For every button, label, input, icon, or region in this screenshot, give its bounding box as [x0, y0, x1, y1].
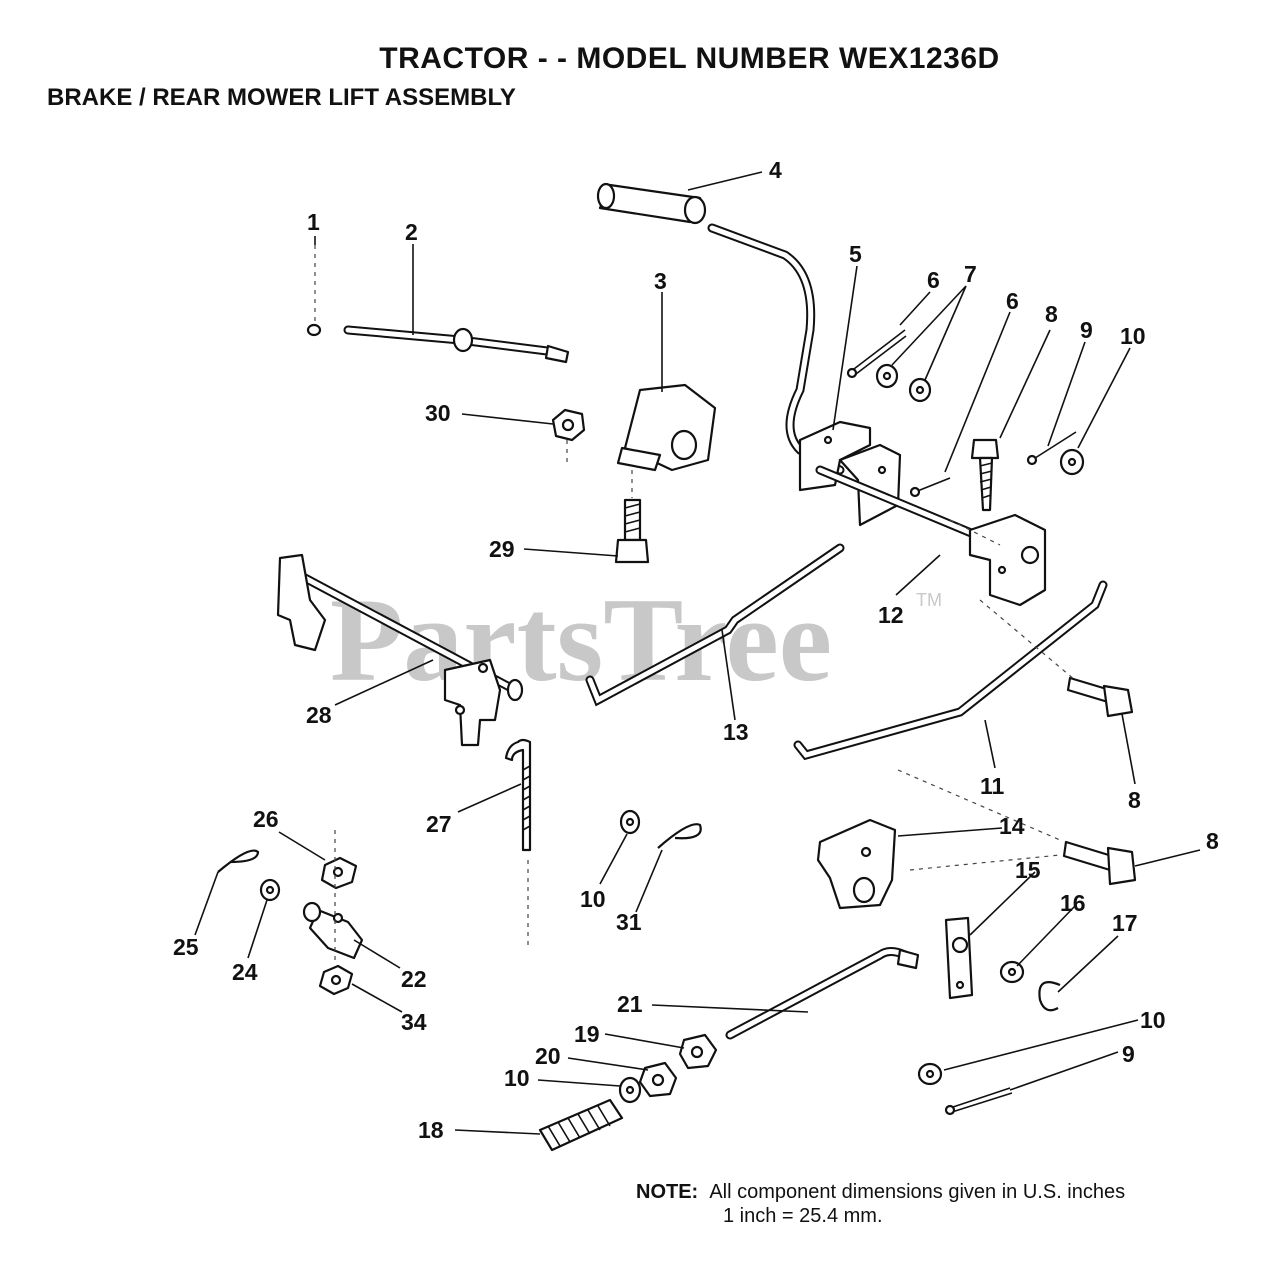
callout-8b: 8	[1128, 787, 1141, 813]
part-1-pin[interactable]	[306, 323, 322, 337]
callout-1: 1	[307, 209, 320, 235]
part-27-eye-bolt[interactable]	[504, 738, 532, 852]
callout-10b: 10	[580, 886, 606, 912]
leader-lines	[194, 171, 1201, 1135]
part-24-washer[interactable]	[259, 878, 281, 902]
part-5-lift-bracket[interactable]	[798, 420, 902, 527]
callout-20: 20	[535, 1043, 561, 1069]
part-3-clamp-bracket[interactable]	[616, 383, 717, 472]
parts-tree-watermark: PartsTree	[330, 573, 832, 706]
part-34-nut[interactable]	[318, 964, 354, 996]
callout-12: 12	[878, 602, 904, 628]
part-20-nut[interactable]	[638, 1061, 678, 1098]
callout-10c: 10	[1140, 1007, 1166, 1033]
part-9-cotter-pin-lower[interactable]	[944, 1087, 1013, 1116]
part-28-rear-lift-shaft[interactable]	[276, 553, 524, 747]
part-8-bolt-middle[interactable]	[1066, 676, 1134, 718]
part-11-brake-rod[interactable]	[793, 580, 1108, 761]
callout-29: 29	[489, 536, 515, 562]
callout-10a: 10	[1120, 323, 1146, 349]
lift-handle-rod[interactable]	[707, 223, 845, 475]
callout-11: 11	[980, 773, 1005, 799]
part-25-hairpin[interactable]	[217, 849, 260, 873]
callout-5: 5	[849, 241, 862, 267]
callout-28: 28	[306, 702, 332, 728]
part-30-nut[interactable]	[551, 408, 586, 442]
part-2-link-rod[interactable]	[343, 325, 570, 364]
callout-19: 19	[574, 1021, 600, 1047]
part-8-bolt-lower[interactable]	[1062, 840, 1137, 886]
callout-34: 34	[401, 1009, 427, 1035]
callout-3: 3	[654, 268, 667, 294]
part-6-cotter-pin-upper[interactable]	[846, 329, 907, 379]
note-label: NOTE:	[636, 1181, 699, 1203]
note-line-1: All component dimensions given in U.S. i…	[709, 1181, 1126, 1203]
callout-2: 2	[405, 219, 418, 245]
part-22-ferrule[interactable]	[302, 901, 364, 960]
part-17-clip[interactable]	[1038, 981, 1061, 1012]
part-10-washer-upper[interactable]	[1059, 448, 1085, 476]
callout-16: 16	[1060, 890, 1086, 916]
callout-25: 25	[173, 934, 199, 960]
part-10-washer-middle[interactable]	[619, 809, 641, 835]
callout-9b: 9	[1122, 1041, 1135, 1067]
callout-31: 31	[616, 909, 642, 935]
callout-4: 4	[769, 157, 782, 183]
watermark-tm: TM	[916, 590, 942, 610]
callout-15: 15	[1015, 857, 1041, 883]
diagram-title: TRACTOR - - MODEL NUMBER WEX1236D	[379, 42, 1000, 75]
part-4-handle-grip[interactable]	[596, 182, 707, 225]
part-21-brake-rod[interactable]	[725, 947, 920, 1040]
callout-26: 26	[253, 806, 279, 832]
callout-6b: 6	[1006, 288, 1019, 314]
part-7-washer-b[interactable]	[908, 377, 932, 403]
callout-6a: 6	[927, 267, 940, 293]
part-15-plate[interactable]	[944, 916, 974, 1000]
part-14-mount-bracket[interactable]	[816, 818, 897, 910]
callout-21: 21	[617, 991, 643, 1017]
part-16-washer[interactable]	[999, 960, 1025, 984]
part-7-washer-a[interactable]	[875, 363, 899, 389]
callout-17: 17	[1112, 910, 1138, 936]
dimension-note: NOTE: All component dimensions given in …	[636, 1180, 1125, 1228]
part-18-spring[interactable]	[538, 1098, 624, 1152]
note-line-2: 1 inch = 25.4 mm.	[723, 1205, 883, 1227]
callout-8c: 8	[1206, 828, 1219, 854]
callout-24: 24	[232, 959, 258, 985]
callout-13: 13	[723, 719, 749, 745]
callout-8a: 8	[1045, 301, 1058, 327]
part-8-bolt-upper[interactable]	[970, 438, 1000, 512]
part-19-nut[interactable]	[678, 1033, 718, 1070]
part-31-hairpin[interactable]	[657, 823, 702, 849]
callout-labels: 1 2 3 4 5 6 7 6 8 9 10 30 29 12 28 13 11…	[173, 157, 1219, 1143]
part-13-lift-link[interactable]	[585, 543, 845, 707]
part-10-washer-spring[interactable]	[618, 1076, 642, 1104]
callout-27: 27	[426, 811, 452, 837]
callout-18: 18	[418, 1117, 444, 1143]
part-12-cross-shaft[interactable]	[815, 465, 1047, 607]
part-10-washer-lower[interactable]	[917, 1062, 943, 1086]
part-9-cotter-pin-upper[interactable]	[1026, 431, 1077, 466]
callout-30: 30	[425, 400, 451, 426]
callout-22: 22	[401, 966, 427, 992]
callout-7: 7	[964, 261, 977, 287]
part-26-nut[interactable]	[320, 856, 358, 890]
alignment-guides	[314, 245, 1076, 965]
assembly-subtitle: BRAKE / REAR MOWER LIFT ASSEMBLY	[47, 84, 516, 111]
part-6-cotter-pin-lower[interactable]	[909, 477, 951, 498]
part-29-bolt[interactable]	[614, 498, 650, 564]
callout-14: 14	[999, 813, 1025, 839]
callout-10d: 10	[504, 1065, 530, 1091]
callout-9a: 9	[1080, 317, 1093, 343]
